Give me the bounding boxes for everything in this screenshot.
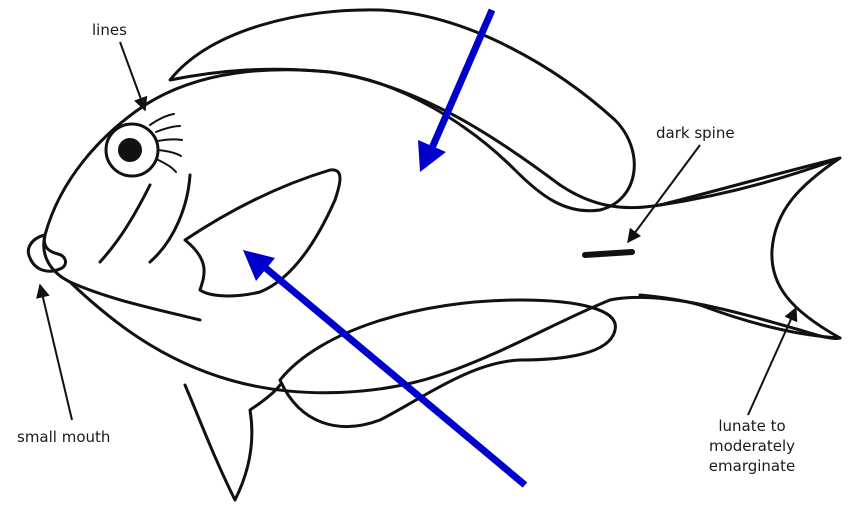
gill-line-2: [150, 175, 190, 262]
dark-spine-pointer: [628, 145, 700, 242]
blue-arrow-fin-shaft: [262, 265, 525, 485]
small-mouth-label: small mouth: [17, 427, 110, 447]
dark-spine-label: dark spine: [656, 123, 735, 143]
mouth: [28, 235, 65, 271]
lines-pointer: [120, 42, 145, 110]
small-mouth-pointer: [40, 285, 72, 420]
tail-shape-label-line-1: lunate to: [692, 416, 812, 436]
eye-lash-5: [156, 159, 176, 172]
eye-lash-3: [158, 139, 182, 141]
eye-lash-1: [150, 114, 174, 125]
head-outline: [44, 105, 200, 320]
lines-label: lines: [92, 20, 127, 40]
pelvic-fin: [185, 385, 280, 500]
tail-shape-label-line-3: emarginate: [692, 456, 812, 476]
dark-spine-mark: [585, 252, 632, 255]
gill-line-1: [100, 185, 150, 262]
eye-lash-2: [156, 126, 180, 132]
eye-pupil: [118, 138, 142, 162]
eye-lash-4: [158, 150, 181, 156]
tail-shape-label: lunate to moderately emarginate: [692, 416, 812, 476]
body-lower-outline: [70, 282, 840, 393]
dorsal-fin: [170, 10, 634, 211]
tail-shape-label-line-2: moderately: [692, 436, 812, 456]
pectoral-fin: [185, 170, 340, 296]
